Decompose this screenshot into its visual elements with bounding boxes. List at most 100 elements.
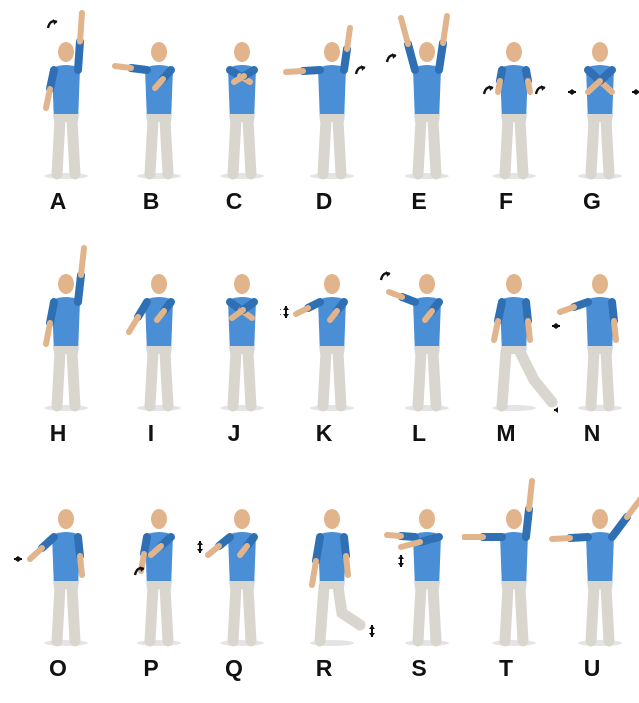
motion-arrow-icon [632, 89, 639, 95]
figure-legs [418, 120, 436, 174]
gesture-figure [190, 8, 286, 186]
gesture-figure [14, 475, 110, 653]
gesture-figure [548, 240, 639, 418]
figure-legs [418, 352, 436, 406]
gesture-figure [14, 8, 110, 186]
figure-shirt [586, 532, 614, 589]
figure-head [151, 509, 167, 529]
figure-arms [286, 28, 350, 72]
gesture-letter: R [280, 655, 368, 682]
figure-legs [233, 120, 251, 174]
gesture-figure [107, 8, 203, 186]
gesture-letter: H [14, 420, 102, 447]
figure-head [324, 509, 340, 529]
gesture-u: U [548, 475, 636, 703]
motion-arrow-icon [387, 53, 396, 62]
figure-head [506, 274, 522, 294]
figure-head [419, 509, 435, 529]
motion-arrow-icon [552, 323, 560, 329]
gesture-figure [280, 240, 376, 418]
gesture-i: I [107, 240, 195, 468]
motion-arrow-icon [568, 89, 576, 95]
motion-arrow-icon [197, 541, 203, 553]
figure-head [592, 42, 608, 62]
figure-head [592, 274, 608, 294]
gesture-t: T [462, 475, 550, 703]
gesture-letter: K [280, 420, 368, 447]
gesture-figure [548, 8, 639, 186]
figure-legs [57, 352, 75, 406]
gesture-letter: N [548, 420, 636, 447]
gesture-s: S [375, 475, 463, 703]
gesture-r: R [280, 475, 368, 703]
gesture-p: P [107, 475, 195, 703]
figure-head [419, 42, 435, 62]
gesture-letter: P [107, 655, 195, 682]
gesture-letter: M [462, 420, 550, 447]
figure-legs [320, 587, 360, 641]
gesture-letter: I [107, 420, 195, 447]
figure-legs [150, 587, 168, 641]
figure-head [506, 509, 522, 529]
figure-legs [150, 120, 168, 174]
gesture-letter: O [14, 655, 102, 682]
gesture-e: E [375, 8, 463, 236]
gesture-k: K [280, 240, 368, 468]
gesture-figure [107, 475, 203, 653]
motion-arrow-icon [356, 65, 365, 74]
gesture-c: C [190, 8, 278, 236]
motion-arrow-icon [398, 555, 404, 567]
gesture-figure [280, 475, 376, 653]
motion-arrow-icon [14, 556, 22, 562]
figure-arms [464, 481, 532, 537]
figure-legs [233, 587, 251, 641]
figure-head [234, 509, 250, 529]
figure-shirt [500, 532, 528, 589]
gesture-f: F [462, 8, 550, 236]
gesture-figure [107, 240, 203, 418]
figure-legs [150, 352, 168, 406]
figure-legs [323, 120, 341, 174]
gesture-figure [462, 8, 558, 186]
gesture-letter: E [375, 188, 463, 215]
gesture-o: O [14, 475, 102, 703]
gesture-n: N [548, 240, 636, 468]
figure-head [324, 42, 340, 62]
gesture-letter: A [14, 188, 102, 215]
figure-head [58, 509, 74, 529]
figure-head [506, 42, 522, 62]
gesture-j: J [190, 240, 278, 468]
gesture-figure [280, 8, 376, 186]
motion-arrow-icon [536, 85, 545, 94]
gesture-letter: G [548, 188, 636, 215]
gesture-figure [462, 240, 558, 418]
gesture-letter: U [548, 655, 636, 682]
motion-arrow-icon [48, 19, 57, 28]
motion-arrow-icon [283, 306, 289, 318]
gesture-figure [548, 475, 639, 653]
gesture-l: L [375, 240, 463, 468]
figure-legs [57, 120, 75, 174]
gesture-letter: B [107, 188, 195, 215]
figure-head [58, 42, 74, 62]
gesture-h: H [14, 240, 102, 468]
gesture-m: M [462, 240, 550, 468]
motion-arrow-icon [484, 85, 493, 94]
gesture-letter: S [375, 655, 463, 682]
figure-head [58, 274, 74, 294]
gesture-letter: F [462, 188, 550, 215]
motion-arrow-icon [381, 271, 390, 280]
gesture-letter: Q [190, 655, 278, 682]
gesture-a: A [14, 8, 102, 236]
figure-head [324, 274, 340, 294]
gesture-letter: J [190, 420, 278, 447]
figure-legs [505, 120, 523, 174]
figure-legs [591, 587, 609, 641]
gesture-figure [462, 475, 558, 653]
gesture-figure [190, 475, 286, 653]
figure-legs [591, 120, 609, 174]
gesture-q: Q [190, 475, 278, 703]
figure-head [151, 274, 167, 294]
figure-legs [323, 352, 341, 406]
